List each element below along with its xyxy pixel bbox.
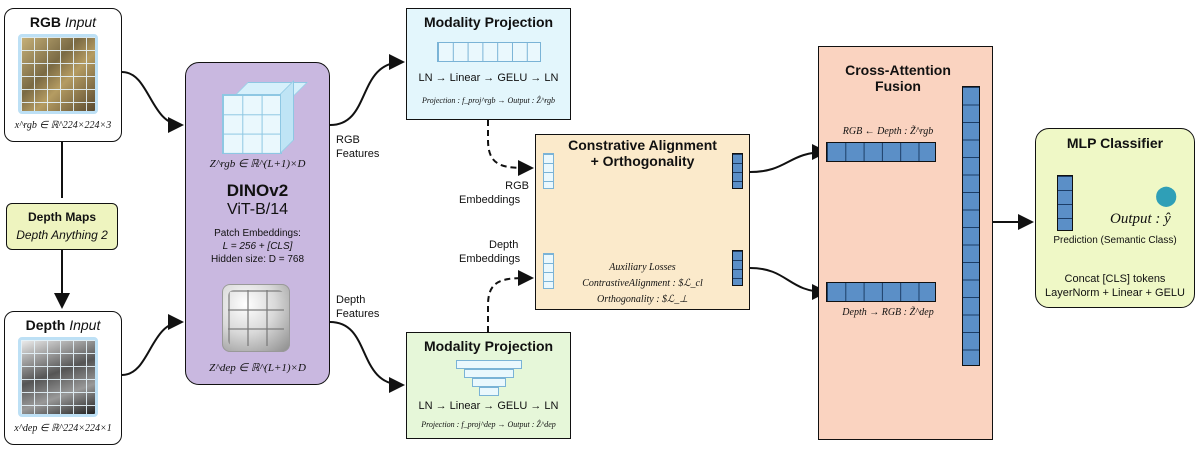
rgb-features-label-1: RGB [336,134,360,146]
depth-input-title-italic: Input [69,317,101,333]
depth-input-title: Depth Input [4,317,122,333]
proj-top-token-bar [437,42,541,62]
proj-bottom-title: Modality Projection [423,338,554,354]
fusion-tall-token-column [962,86,980,366]
align-title-2: + Orthogonality [590,153,695,169]
mlp-prediction-label: Prediction (Semantic Class) [1053,235,1177,246]
contrastive-loss-label: ContrastiveAlignment : $ℒ_cl [582,278,703,289]
mlp-concat-label: Concat [CLS] tokens [1064,273,1166,285]
proj-bottom-formula: Projection : f_proj^dep → Output : Ẑ^dep [421,420,556,429]
arrow-align-to-fusion-top [749,144,828,173]
depth-maps-subtitle: Depth Anything 2 [16,228,108,242]
arrow-proj-top-to-align [487,120,534,176]
align-depth-out-tokens [732,250,743,286]
depth-embeddings-label-2: Embeddings [459,253,521,265]
mlp-output-label: Output : ŷ [1110,211,1171,227]
proj-top-title: Modality Projection [423,14,554,30]
rgb-feature-cube-icon [222,80,308,154]
rgb-embeddings-label-1: RGB [505,180,529,192]
mlp-title: MLP Classifier [1066,135,1164,151]
alignment-block [535,134,750,310]
arrow-depth-to-dino [121,314,184,376]
z-dep-formula: Z^dep ∈ ℝ^(L+1)×D [209,362,306,374]
arrow-align-to-fusion-bottom [749,267,828,300]
mlp-layer-label: LayerNorm + Linear + GELU [1044,287,1185,299]
align-title-1: Constrative Alignment [568,137,717,153]
hidden-size-label: Hidden size: D = 768 [210,254,305,265]
rgb-input-title: RGB Input [4,14,122,30]
depth-input-title-bold: Depth [25,317,66,333]
location-pin-icon: ⬤ [1155,185,1178,207]
rgb-embeddings-label-2: Embeddings [459,194,521,206]
fusion-depth-token-row [826,282,936,302]
auxiliary-losses-label: Auxiliary Losses [609,262,676,273]
depth-image [18,337,98,417]
proj-top-chain: LN → Linear → GELU → LN [418,72,559,84]
orthogonality-loss-label: Orthogonality : $ℒ_⊥ [597,294,688,305]
fusion-title-2: Fusion [875,78,921,94]
depth-input-formula: x^dep ∈ ℝ^224×224×1 [14,423,112,434]
depth-maps-title: Depth Maps [27,210,96,224]
patch-l-label: L = 256 + [CLS] [222,241,293,252]
depth-maps-box [6,203,118,250]
fusion-title-1: Cross-Attention [845,62,951,78]
depth-features-label-1: Depth [336,294,366,306]
patch-embeddings-label: Patch Embeddings: [214,228,301,239]
z-rgb-formula: Z^rgb ∈ ℝ^(L+1)×D [209,158,306,170]
mlp-input-tokens [1057,175,1073,231]
rgb-features-label-2: Features [336,148,380,160]
proj-top-formula: Projection : f_proj^rgb → Output : Ẑ^rgb [421,96,556,105]
fusion-rgb-label: RGB ← Depth : Z̃^rgb [842,126,934,137]
modality-projection-top [406,8,571,120]
depth-feature-cube-icon [222,284,290,352]
rgb-input-title-bold: RGB [29,14,62,30]
align-depth-in-tokens [543,253,554,289]
rgb-input-formula: x^rgb ∈ ℝ^224×224×3 [14,120,112,131]
proj-bottom-pyramid-icon [456,360,522,400]
arrow-proj-bottom-to-align [487,270,534,332]
fusion-depth-label: Depth → RGB : Z̃^dep [842,307,934,318]
depth-embeddings-label-1: Depth [489,239,519,251]
depth-features-label-2: Features [336,308,380,320]
dinov2-subtitle: ViT-B/14 [226,201,289,218]
arrow-dino-to-proj-top [329,54,405,126]
fusion-rgb-token-row [826,142,936,162]
arrow-rgb-to-dino [121,71,184,133]
align-rgb-out-tokens [732,153,743,189]
dinov2-title: DINOv2 [226,181,289,200]
align-rgb-in-tokens [543,153,554,189]
proj-bottom-chain: LN → Linear → GELU → LN [418,400,559,412]
rgb-image [18,34,98,114]
rgb-input-title-italic: Input [64,14,97,30]
arrow-dino-to-proj-bottom [329,321,405,393]
